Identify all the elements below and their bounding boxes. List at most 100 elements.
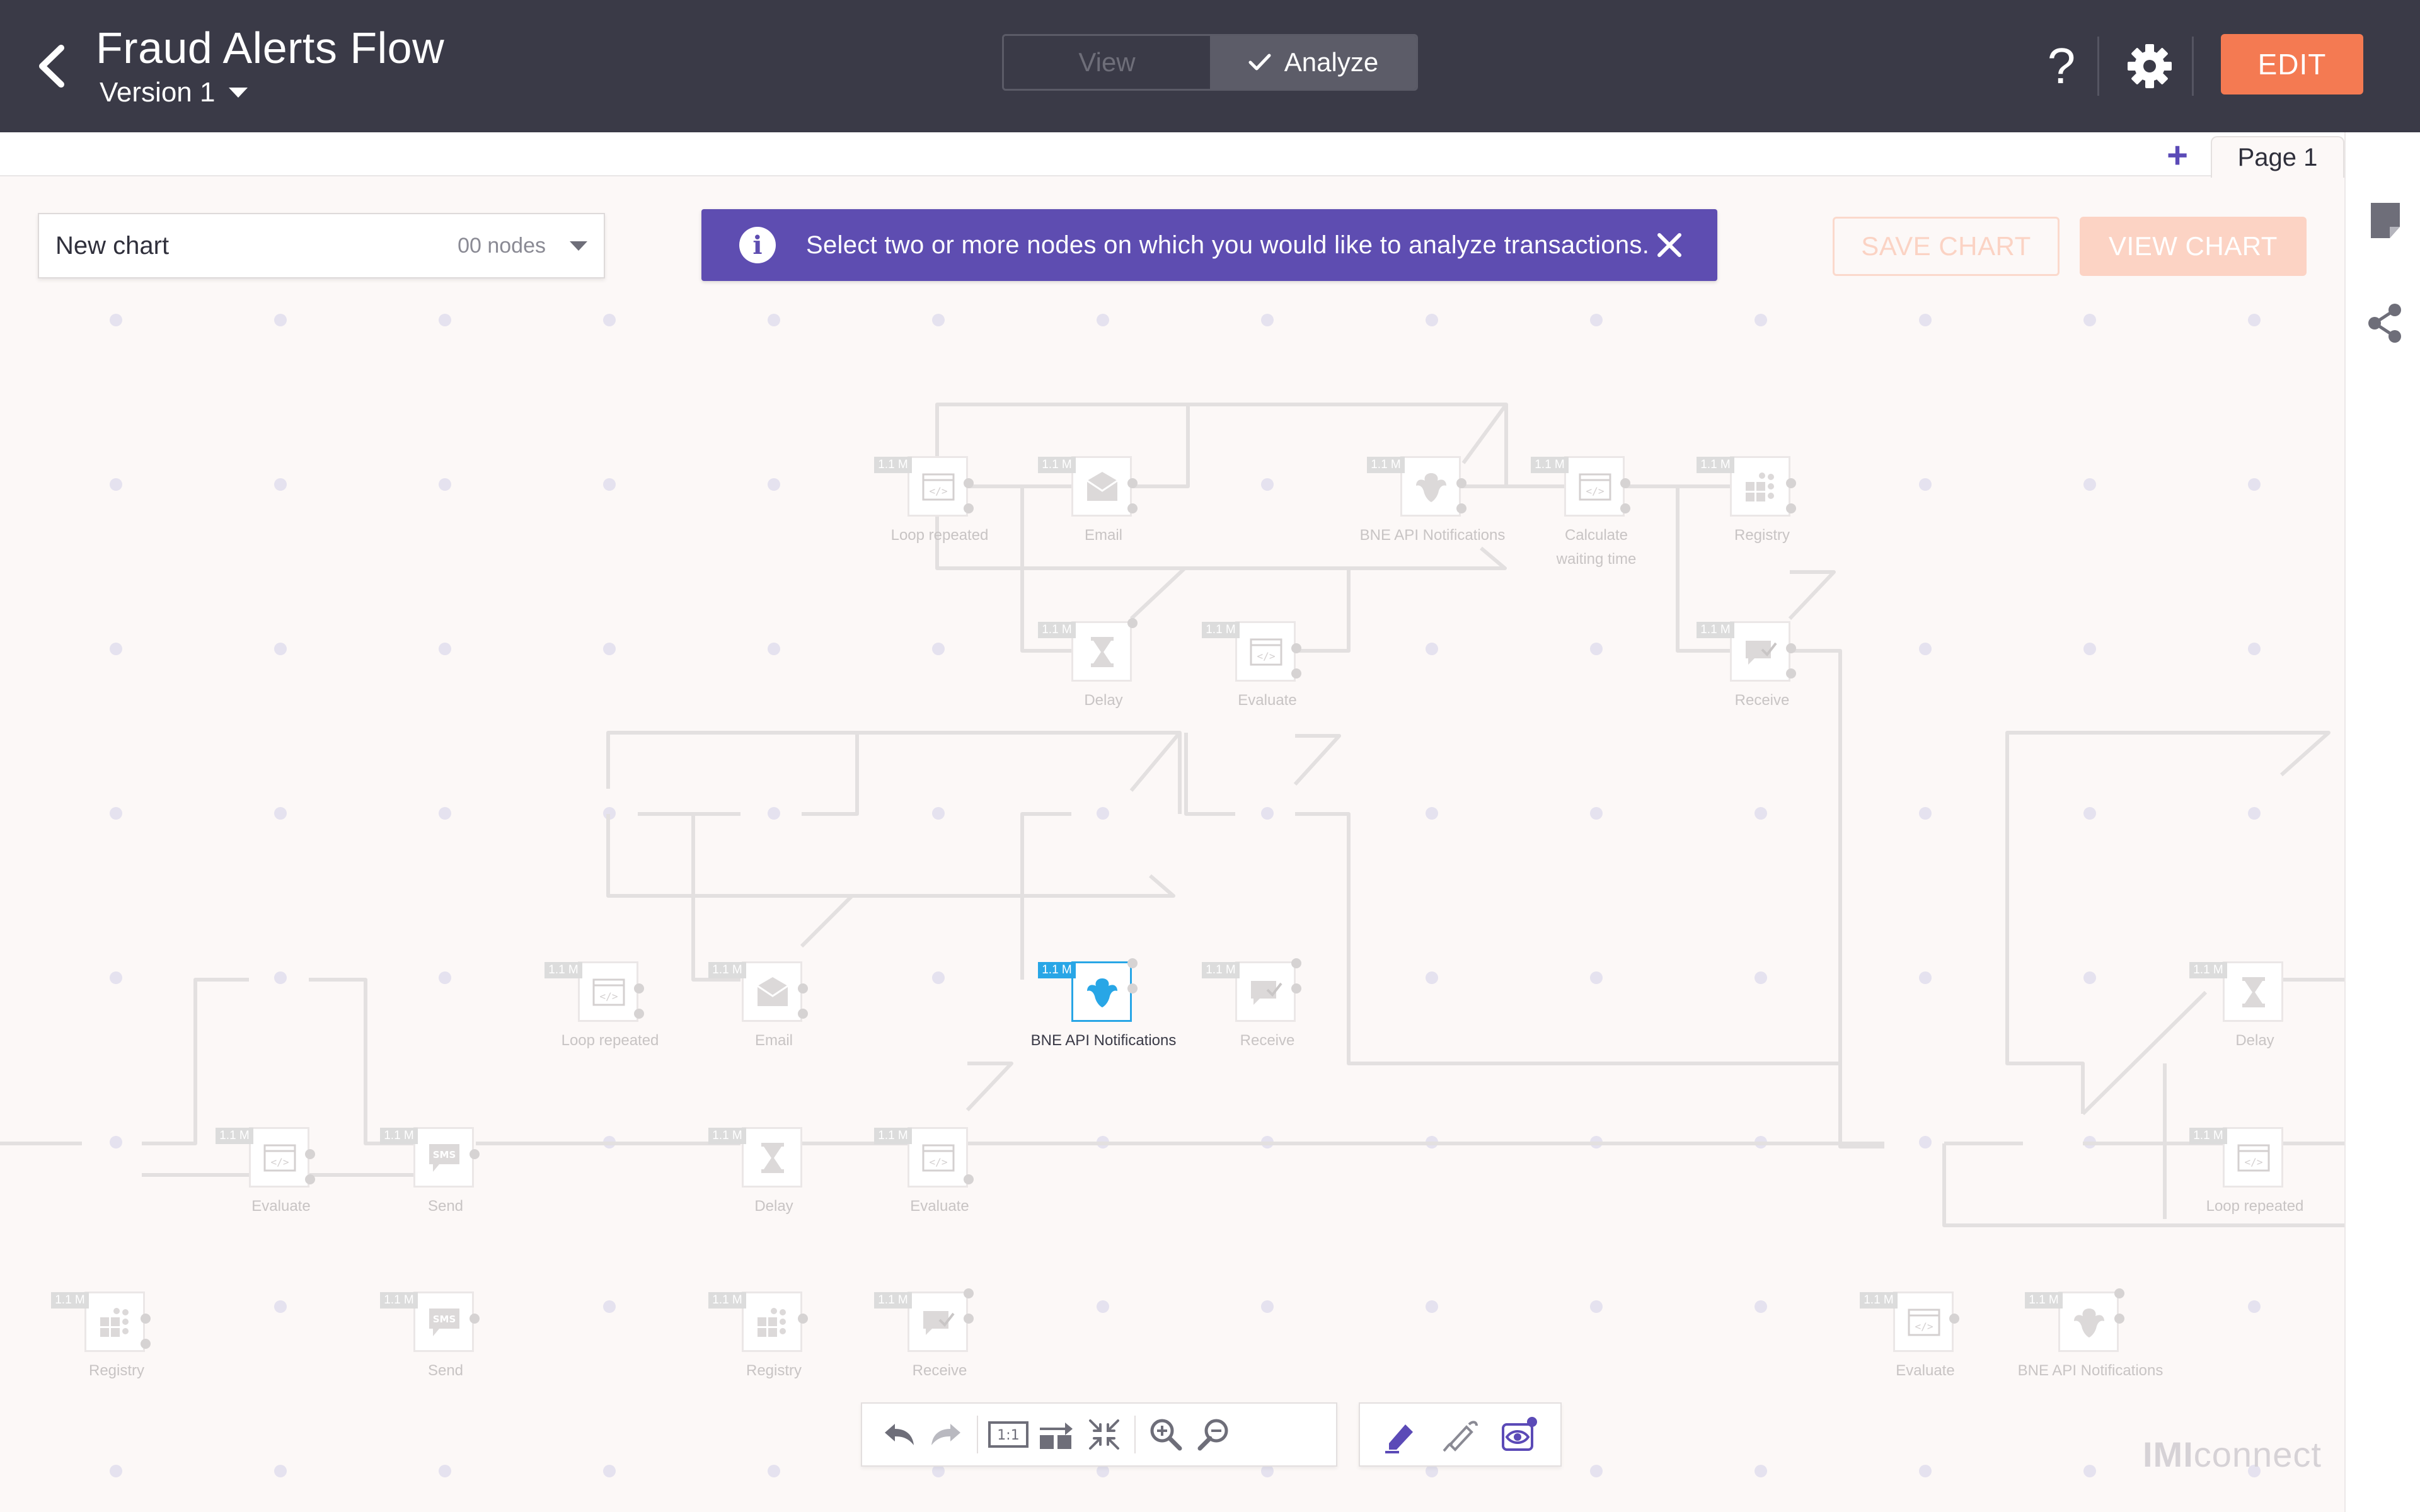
node-port[interactable] — [470, 1149, 480, 1159]
connector-tool-button[interactable] — [1436, 1411, 1484, 1458]
node-bne-api-notifications[interactable]: 1.1 M BNE API Notifications — [2018, 1288, 2163, 1379]
node-delay[interactable]: 1.1 M Delay — [708, 1127, 802, 1215]
node-port[interactable] — [1127, 958, 1138, 968]
add-page-button[interactable]: + — [2167, 135, 2188, 176]
receive-icon — [1251, 981, 1282, 1005]
node-delay[interactable]: 1.1 M Delay — [2189, 961, 2283, 1049]
node-port[interactable] — [964, 1288, 974, 1298]
node-port[interactable] — [1456, 478, 1466, 488]
version-dropdown[interactable]: Version 1 — [100, 77, 248, 108]
node-port[interactable] — [470, 1314, 480, 1324]
node-loop-repeated[interactable]: 1.1 M </> Loop repeated — [544, 961, 659, 1049]
node-port[interactable] — [964, 1174, 974, 1184]
node-port[interactable] — [1291, 668, 1301, 679]
node-port[interactable] — [2114, 1314, 2124, 1324]
zoom-in-button[interactable] — [1142, 1411, 1190, 1458]
tab-page-1[interactable]: Page 1 — [2211, 136, 2344, 178]
edit-button[interactable]: EDIT — [2221, 34, 2363, 94]
code-icon: </> — [1908, 1309, 1940, 1336]
chart-selector-dropdown[interactable]: New chart 00 nodes — [38, 213, 605, 278]
node-port[interactable] — [1291, 983, 1301, 994]
node-port[interactable] — [1620, 503, 1630, 513]
node-port[interactable] — [305, 1174, 315, 1184]
node-evaluate[interactable]: 1.1 M </> Evaluate — [216, 1127, 315, 1215]
actual-size-button[interactable]: 1:1 — [984, 1411, 1032, 1458]
node-port[interactable] — [1127, 503, 1138, 513]
node-port[interactable] — [305, 1149, 315, 1159]
node-evaluate[interactable]: 1.1 M </> Evaluate — [874, 1127, 974, 1215]
node-email[interactable]: 1.1 M Email — [1038, 456, 1138, 544]
node-count-badge: 1.1 M — [874, 1292, 912, 1309]
node-port[interactable] — [798, 1314, 808, 1324]
settings-button[interactable] — [2121, 38, 2178, 94]
node-port[interactable] — [798, 1009, 808, 1019]
node-port[interactable] — [1127, 618, 1138, 628]
view-chart-button[interactable]: VIEW CHART — [2080, 217, 2307, 276]
node-registry[interactable]: 1.1 M Registry — [708, 1292, 808, 1379]
svg-text:</>: </> — [1257, 650, 1276, 662]
node-port[interactable] — [634, 983, 644, 994]
node-port[interactable] — [1127, 478, 1138, 488]
highlight-tool-button[interactable] — [1378, 1411, 1426, 1458]
node-port[interactable] — [141, 1339, 151, 1349]
node-evaluate[interactable]: 1.1 M </> Evaluate — [1202, 621, 1301, 709]
mode-analyze-button[interactable]: Analyze — [1210, 36, 1416, 89]
back-button[interactable] — [28, 38, 79, 94]
caret-down-icon — [570, 241, 587, 251]
save-chart-button[interactable]: SAVE CHART — [1833, 217, 2060, 276]
mode-view-label: View — [1078, 47, 1136, 77]
node-label: Delay — [2235, 1032, 2274, 1049]
node-port[interactable] — [1786, 503, 1796, 513]
node-port[interactable] — [1456, 503, 1466, 513]
mode-view-button[interactable]: View — [1004, 36, 1210, 89]
node-label: Send — [427, 1198, 464, 1215]
svg-text:SMS: SMS — [433, 1314, 456, 1325]
node-send-sms[interactable]: 1.1 M SMS Send — [380, 1292, 480, 1379]
node-port[interactable] — [1786, 668, 1796, 679]
flow-canvas[interactable]: 1.1 M </> Loop repeated 1.1 M Email 1.1 … — [0, 178, 2344, 1512]
node-receive[interactable]: 1.1 M Receive — [1697, 621, 1796, 709]
node-port[interactable] — [141, 1314, 151, 1324]
node-label: Loop repeated — [561, 1032, 659, 1049]
node-bne-api-notifications-selected[interactable]: 1.1 M BNE API Notifications — [1031, 958, 1176, 1049]
node-port[interactable] — [1786, 643, 1796, 653]
node-loop-repeated[interactable]: 1.1 M </> Loop repeated — [874, 456, 988, 544]
node-port[interactable] — [964, 1314, 974, 1324]
node-port[interactable] — [1949, 1314, 1959, 1324]
node-port[interactable] — [1620, 478, 1630, 488]
receive-icon — [1746, 641, 1777, 665]
node-receive[interactable]: 1.1 M Receive — [874, 1288, 974, 1379]
node-calculate-waiting-time[interactable]: 1.1 M </> Calculate waiting time — [1531, 456, 1636, 568]
node-receive[interactable]: 1.1 M Receive — [1202, 958, 1301, 1049]
node-delay[interactable]: 1.1 M Delay — [1038, 618, 1138, 709]
fit-screen-button[interactable] — [1080, 1411, 1128, 1458]
node-port[interactable] — [798, 983, 808, 994]
node-evaluate[interactable]: 1.1 M </> Evaluate — [1860, 1292, 1959, 1379]
node-port[interactable] — [964, 503, 974, 513]
node-email[interactable]: 1.1 M Email — [708, 961, 808, 1049]
node-send-sms[interactable]: 1.1 M SMS Send — [380, 1127, 480, 1215]
node-registry[interactable]: 1.1 M Registry — [51, 1292, 151, 1379]
node-port[interactable] — [2114, 1288, 2124, 1298]
auto-layout-button[interactable] — [1032, 1411, 1080, 1458]
close-icon[interactable] — [1651, 226, 1688, 264]
hourglass-icon — [1091, 637, 1114, 667]
redo-button[interactable] — [923, 1411, 971, 1458]
node-port[interactable] — [634, 1009, 644, 1019]
node-registry[interactable]: 1.1 M Registry — [1697, 456, 1796, 544]
node-label: Evaluate — [1238, 692, 1297, 709]
actual-size-icon: 1:1 — [988, 1421, 1028, 1448]
notes-button[interactable] — [2370, 202, 2401, 239]
node-bne-api-notifications[interactable]: 1.1 M BNE API Notifications — [1360, 456, 1505, 544]
node-port[interactable] — [964, 478, 974, 488]
zoom-out-button[interactable] — [1190, 1411, 1238, 1458]
node-loop-repeated[interactable]: 1.1 M </> Loop repeated — [2189, 1127, 2303, 1215]
node-port[interactable] — [1786, 478, 1796, 488]
node-port[interactable] — [1291, 643, 1301, 653]
preview-toggle-button[interactable] — [1495, 1411, 1543, 1458]
undo-button[interactable] — [875, 1411, 923, 1458]
share-button[interactable] — [2366, 302, 2404, 344]
node-port[interactable] — [1291, 958, 1301, 968]
help-button[interactable]: ? — [2039, 38, 2083, 94]
node-port[interactable] — [1127, 983, 1138, 994]
